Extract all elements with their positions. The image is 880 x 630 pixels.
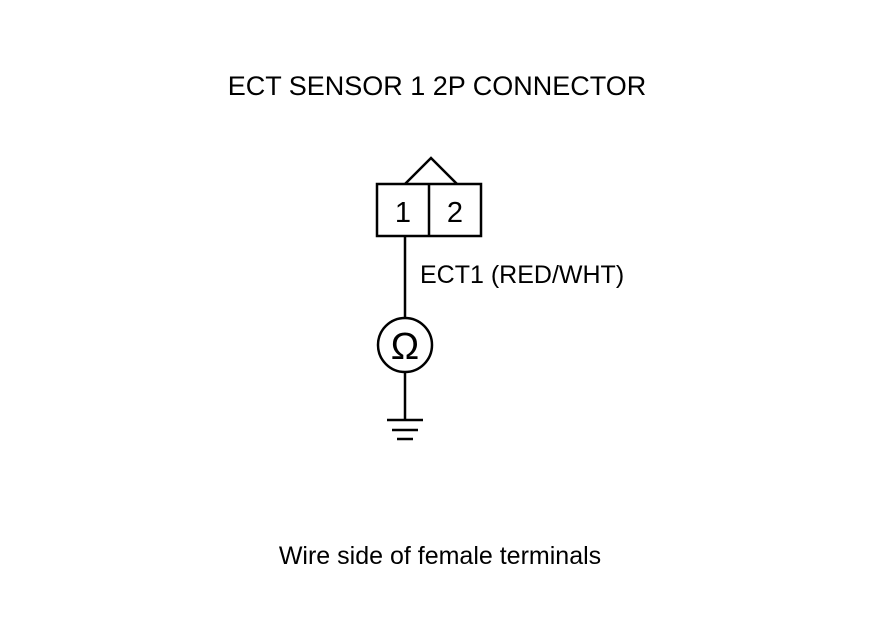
diagram-caption: Wire side of female terminals <box>279 542 601 570</box>
terminal-1-label: 1 <box>395 197 411 229</box>
connector-lock-tab <box>404 156 458 185</box>
connector-2p: 1 2 <box>375 156 483 238</box>
ohmmeter-icon: Ω <box>376 316 434 374</box>
wire-label: ECT1 (RED/WHT) <box>420 261 624 289</box>
ohm-symbol: Ω <box>391 326 419 368</box>
diagram-title: ECT SENSOR 1 2P CONNECTOR <box>228 71 647 101</box>
ground-icon <box>387 418 423 441</box>
terminal-2-label: 2 <box>447 197 463 229</box>
